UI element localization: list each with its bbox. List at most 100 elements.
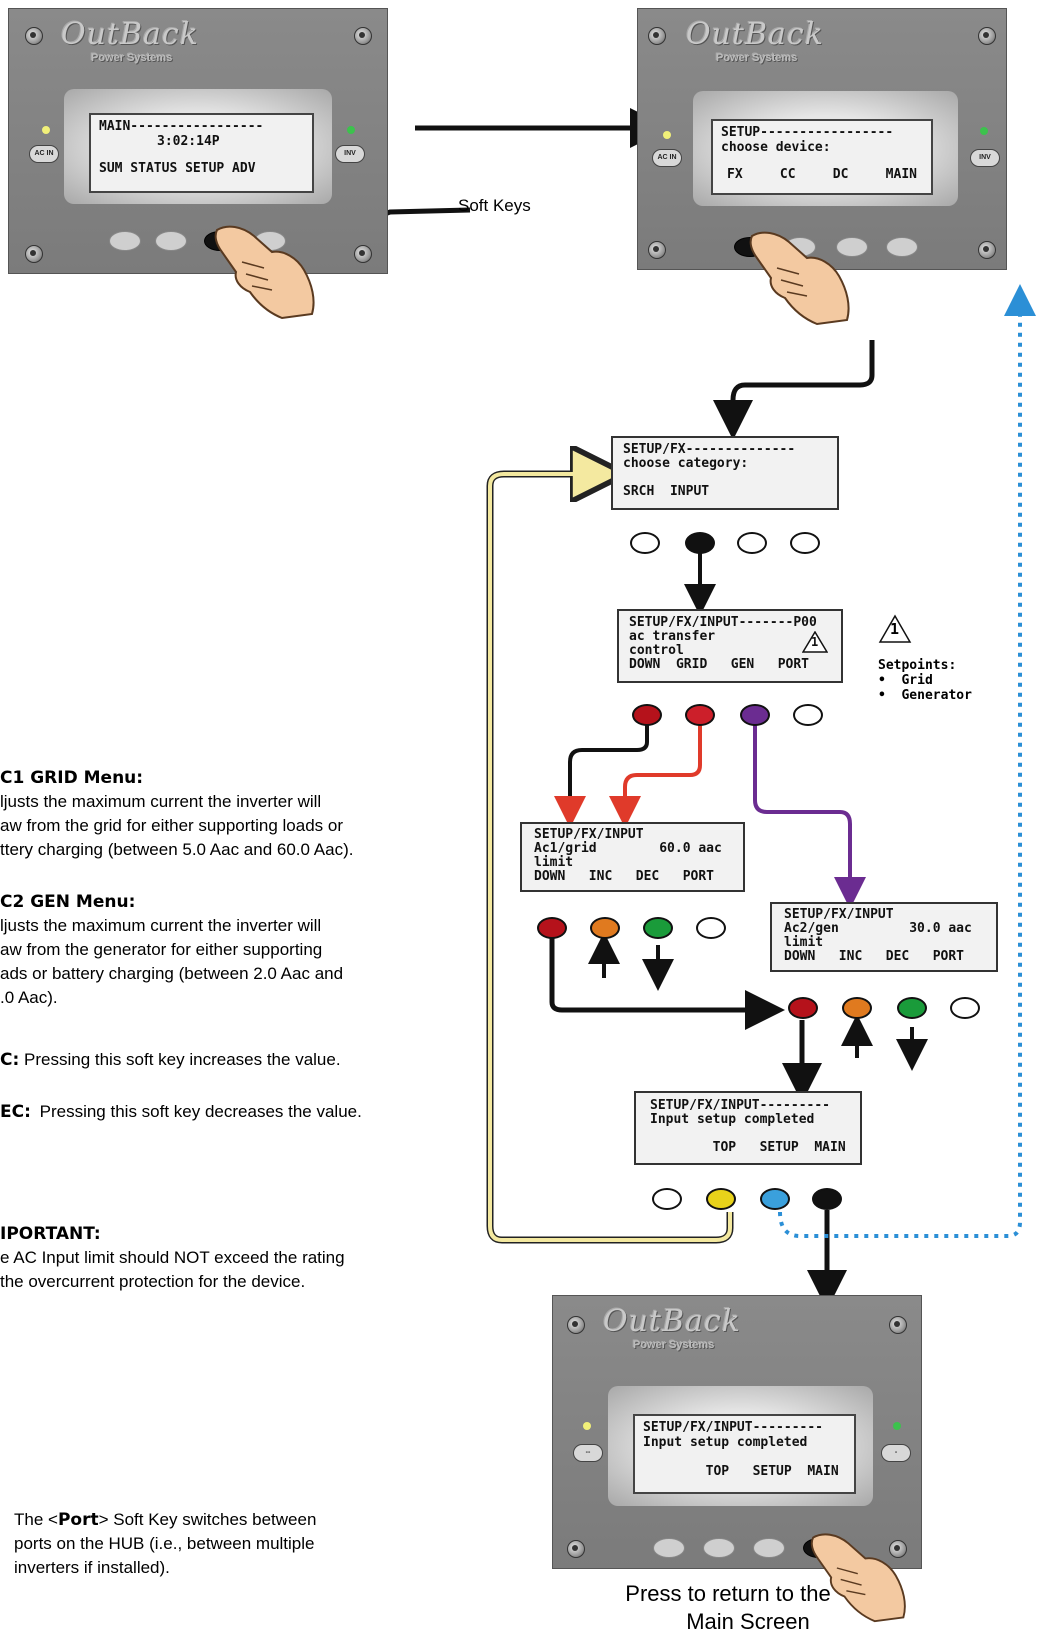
arrow-ac1-to-row bbox=[549, 938, 785, 1030]
soft-key-port[interactable] bbox=[793, 704, 823, 726]
device-main-panel: OutBack Power Systems MAIN--------------… bbox=[8, 8, 388, 274]
soft-key-port[interactable] bbox=[696, 917, 726, 939]
led-indicator bbox=[980, 127, 988, 135]
led-indicator bbox=[347, 126, 355, 134]
soft-key-grid[interactable] bbox=[685, 704, 715, 726]
soft-key-top[interactable] bbox=[706, 1188, 736, 1210]
soft-key-dec[interactable] bbox=[643, 917, 673, 939]
screen-setup-fx: SETUP/FX-------------- choose category: … bbox=[611, 436, 839, 510]
soft-key-dec[interactable] bbox=[897, 997, 927, 1019]
screw-icon bbox=[25, 245, 43, 263]
setpoints-item: • Grid bbox=[878, 673, 933, 688]
soft-key-port[interactable] bbox=[950, 997, 980, 1019]
note-line: .0 Aac). bbox=[0, 988, 58, 1007]
screen-line: SETUP/FX/INPUT bbox=[784, 907, 894, 922]
led-indicator bbox=[42, 126, 50, 134]
note-line: ljusts the maximum current the inverter … bbox=[0, 916, 322, 935]
screen-line: SETUP/FX/INPUT-------P00 bbox=[629, 615, 817, 630]
led-indicator bbox=[893, 1422, 901, 1430]
note-line: inverters if installed). bbox=[14, 1558, 170, 1577]
warning-number: 1 bbox=[811, 635, 819, 649]
warning-icon bbox=[878, 614, 912, 643]
screw-icon bbox=[889, 1540, 907, 1558]
inv-button[interactable]: INV bbox=[335, 145, 365, 163]
screw-icon bbox=[567, 1316, 585, 1334]
ac-in-button[interactable]: AC IN bbox=[652, 149, 682, 167]
screen-line: SETUP/FX/INPUT bbox=[534, 827, 644, 842]
lcd-key-fx: FX bbox=[727, 167, 743, 182]
setpoints-item: • Generator bbox=[878, 688, 972, 703]
inc-note-text: Pressing this soft key increases the val… bbox=[24, 1050, 341, 1069]
screen-line: limit bbox=[534, 855, 574, 870]
ac-in-button[interactable]: AC IN bbox=[29, 145, 59, 163]
screen-line: choose category: bbox=[623, 456, 749, 471]
setpoints-warning-number: 1 bbox=[890, 620, 900, 638]
soft-key-down[interactable] bbox=[788, 997, 818, 1019]
soft-key-down[interactable] bbox=[537, 917, 567, 939]
soft-key-3[interactable] bbox=[737, 532, 767, 554]
soft-key-1[interactable] bbox=[653, 1538, 685, 1558]
note-line: ttery charging (between 5.0 Aac and 60.0… bbox=[0, 840, 354, 859]
screw-icon bbox=[889, 1316, 907, 1334]
note-line: the overcurrent protection for the devic… bbox=[0, 1272, 306, 1291]
lcd-key-main: MAIN bbox=[885, 167, 917, 182]
dec-note-title: EC: bbox=[0, 1102, 31, 1122]
soft-key-2[interactable] bbox=[703, 1538, 735, 1558]
lcd-line: MAIN----------------- bbox=[99, 119, 264, 134]
soft-key-inc[interactable] bbox=[842, 997, 872, 1019]
dec-note: EC: Pressing this soft key decreases the… bbox=[0, 1100, 420, 1124]
lcd-keys: SUM STATUS SETUP ADV bbox=[99, 161, 256, 176]
lcd-screen: MAIN----------------- 3:02:14P SUM STATU… bbox=[89, 113, 314, 193]
screw-icon bbox=[978, 241, 996, 259]
note-line: ads or battery charging (between 2.0 Aac… bbox=[0, 964, 344, 983]
setpoints-note: Setpoints: • Grid • Generator bbox=[878, 658, 972, 703]
soft-key-2[interactable] bbox=[155, 231, 187, 251]
soft-key-3[interactable] bbox=[753, 1538, 785, 1558]
note-line: aw from the grid for either supporting l… bbox=[0, 816, 344, 835]
screen-line: control bbox=[629, 643, 684, 658]
ac-in-button[interactable]: -- bbox=[573, 1444, 603, 1462]
ac1-note: C1 GRID Menu: ljusts the maximum current… bbox=[0, 766, 420, 862]
screw-icon bbox=[648, 27, 666, 45]
soft-key-4[interactable] bbox=[886, 237, 918, 257]
soft-key-3[interactable] bbox=[836, 237, 868, 257]
inv-button[interactable]: INV bbox=[970, 149, 1000, 167]
screen-setup-fx-input: SETUP/FX/INPUT-------P00 ac transfer con… bbox=[617, 609, 843, 683]
port-note: The <Port> Soft Key switches between por… bbox=[14, 1508, 394, 1580]
screen-keys: DOWN INC DEC PORT bbox=[784, 949, 965, 964]
screen-input-completed: SETUP/FX/INPUT--------- Input setup comp… bbox=[634, 1091, 862, 1165]
led-indicator bbox=[583, 1422, 591, 1430]
soft-key-inc[interactable] bbox=[590, 917, 620, 939]
brand-logo: OutBack Power Systems bbox=[61, 17, 199, 64]
ac2-note-title: C2 GEN Menu: bbox=[0, 892, 136, 912]
lcd-line: Input setup completed bbox=[643, 1435, 808, 1450]
soft-keys-label: Soft Keys bbox=[458, 196, 531, 215]
soft-key-1[interactable] bbox=[630, 532, 660, 554]
arrow-grid-to-ac1 bbox=[609, 722, 702, 828]
soft-key-1[interactable] bbox=[109, 231, 141, 251]
soft-key-gen[interactable] bbox=[740, 704, 770, 726]
arrow-down-to-ac1 bbox=[554, 722, 649, 828]
device-final-panel: OutBack Power Systems SETUP/FX/INPUT----… bbox=[552, 1295, 922, 1569]
screen-ac2-gen: SETUP/FX/INPUT Ac2/gen 30.0 aac limit DO… bbox=[770, 902, 998, 972]
inv-button[interactable]: - bbox=[881, 1444, 911, 1462]
warning-icon bbox=[802, 631, 828, 653]
soft-key-down[interactable] bbox=[632, 704, 662, 726]
screen-line: SETUP/FX-------------- bbox=[623, 442, 796, 457]
soft-key-input[interactable] bbox=[685, 532, 715, 554]
screen-keys: SRCH INPUT bbox=[623, 484, 710, 499]
device-setup-panel: OutBack Power Systems SETUP-------------… bbox=[637, 8, 1007, 270]
lcd-screen: SETUP/FX/INPUT--------- Input setup comp… bbox=[633, 1414, 856, 1494]
lcd-key-dc: DC bbox=[832, 167, 849, 182]
screw-icon bbox=[978, 27, 996, 45]
soft-key-main[interactable] bbox=[812, 1188, 842, 1210]
screen-ac1-grid: SETUP/FX/INPUT Ac1/grid 60.0 aac limit D… bbox=[520, 822, 745, 892]
screen-keys: TOP SETUP MAIN bbox=[650, 1140, 846, 1155]
soft-key-setup[interactable] bbox=[760, 1188, 790, 1210]
setpoints-title: Setpoints: bbox=[878, 658, 957, 673]
soft-key-1[interactable] bbox=[652, 1188, 682, 1210]
screen-line: SETUP/FX/INPUT--------- bbox=[650, 1098, 831, 1113]
soft-key-4[interactable] bbox=[790, 532, 820, 554]
arrow-gen-to-ac2 bbox=[753, 722, 866, 909]
